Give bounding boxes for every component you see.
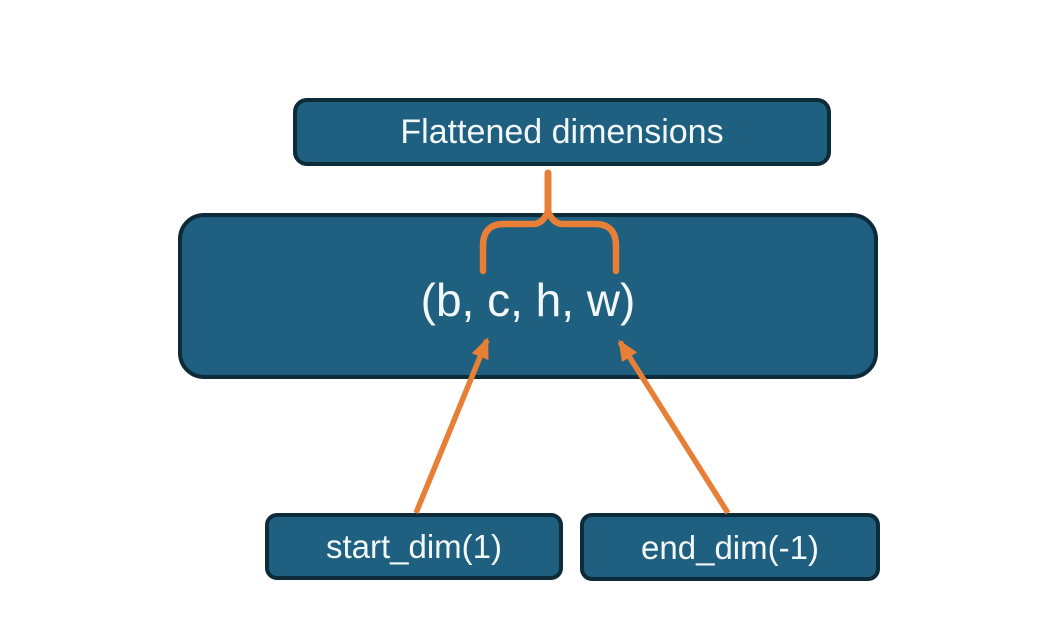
start-dim-label: start_dim(1) [325, 528, 503, 565]
flattened-dimensions-label: Flattened dimensions [400, 113, 724, 151]
end-dim-label: end_dim(-1) [641, 528, 819, 566]
flattened-dimensions-box: Flattened dimensions [293, 98, 831, 166]
tensor-shape-box: (b, c, h, w) [178, 213, 878, 379]
tensor-shape-label: (b, c, h, w) [420, 274, 636, 326]
start-dim-box: start_dim(1) [265, 513, 563, 580]
end-dim-box: end_dim(-1) [580, 513, 880, 581]
